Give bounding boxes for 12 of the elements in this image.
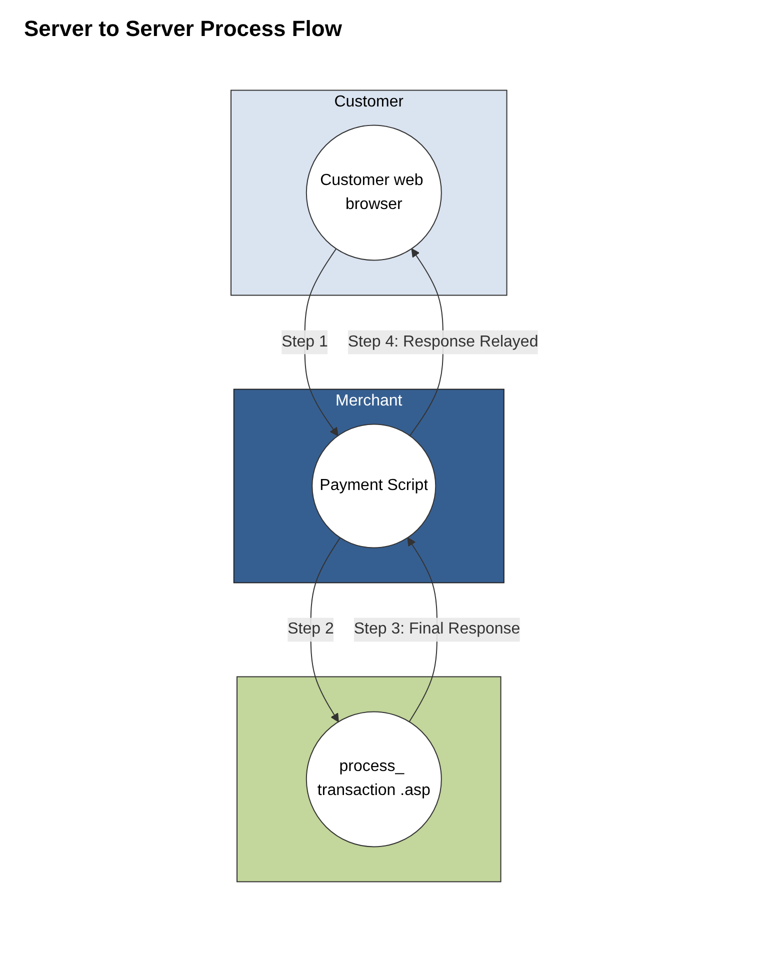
edge-label: Step 3: Final Response (354, 620, 521, 638)
edge-label: Step 4: Response Relayed (348, 333, 539, 350)
cluster (236, 676, 502, 882)
diagram-title: Server to Server Process Flow (24, 16, 343, 42)
edge-label: Step 2 (288, 620, 334, 638)
arrow (310, 537, 342, 722)
edge-label: Step 1 (282, 333, 328, 350)
arrow (410, 248, 444, 436)
arrow (304, 248, 339, 436)
node-circle: Customer web browser (306, 124, 442, 261)
node-circle: Payment Script (312, 424, 437, 548)
node-circle: process_ transaction .asp (306, 711, 442, 848)
